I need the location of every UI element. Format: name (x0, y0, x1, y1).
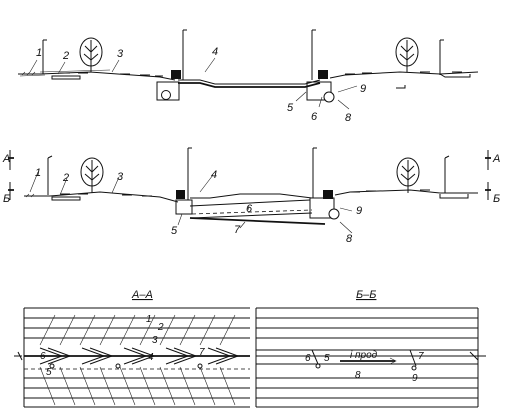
middle-cross-section: А Б А Б 1 2 3 4 (2, 147, 500, 245)
label-3: 3 (117, 171, 124, 183)
label-5: 5 (171, 225, 178, 237)
label-5: 5 (46, 367, 52, 378)
plan-view-a-a: 1 2 3 4 5 6 7 (14, 307, 250, 408)
label-3: 3 (152, 335, 158, 346)
label-4: 4 (148, 352, 154, 363)
label-7: 7 (199, 347, 205, 358)
label-5: 5 (287, 102, 294, 114)
label-5: 5 (324, 353, 330, 364)
cut-marker-a-right: А (492, 153, 500, 165)
label-1: 1 (35, 167, 41, 179)
label-6: 6 (40, 351, 46, 362)
cut-marker-b-right: Б (493, 193, 500, 205)
label-1: 1 (146, 314, 152, 325)
section-title-b-b: Б–Б (356, 289, 376, 301)
label-1: 1 (36, 47, 42, 59)
section-title-a-a: А–А (131, 289, 153, 301)
label-2: 2 (62, 50, 69, 62)
label-7: 7 (418, 351, 424, 362)
label-9: 9 (360, 83, 366, 95)
label-4: 4 (211, 169, 217, 181)
label-8: 8 (355, 370, 361, 381)
label-6: 6 (305, 353, 311, 364)
cut-marker-b-left: Б (3, 193, 10, 205)
label-7: 7 (234, 224, 241, 236)
plan-view-b-b: 6 5 7 8 9 i прод (255, 307, 486, 408)
label-3: 3 (117, 48, 124, 60)
label-2: 2 (157, 322, 164, 333)
label-9: 9 (356, 205, 362, 217)
label-4: 4 (212, 46, 218, 58)
cut-marker-a-left: А (2, 153, 10, 165)
label-9: 9 (412, 373, 418, 384)
label-8: 8 (346, 233, 353, 245)
label-8: 8 (345, 112, 352, 124)
slope-label: i прод (350, 350, 378, 361)
label-6: 6 (311, 111, 318, 123)
label-2: 2 (62, 172, 69, 184)
top-cross-section: 1 2 3 4 5 6 8 9 (18, 29, 479, 124)
label-6: 6 (246, 203, 253, 215)
